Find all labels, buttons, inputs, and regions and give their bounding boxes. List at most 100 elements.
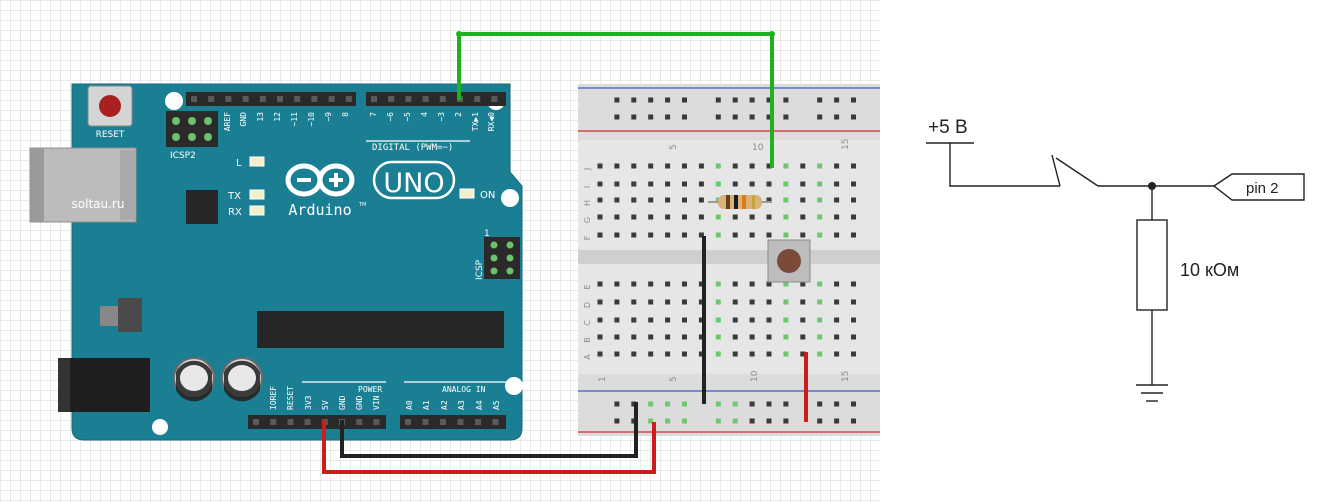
breadboard-hole [749,232,755,238]
breadboard-hole [834,334,840,340]
header-socket [345,96,352,102]
breadboard-hole [631,317,637,323]
header-socket [388,96,395,102]
breadboard-hole [648,418,654,424]
breadboard-hole [631,401,637,407]
header-pin-label: 2 [454,112,463,117]
breadboard-hole [783,334,789,340]
breadboard-hole [817,97,823,103]
breadboard-hole [715,163,721,169]
breadboard-hole [631,418,637,424]
breadboard-hole [783,232,789,238]
breadboard-hole [597,281,603,287]
breadboard-hole [732,351,738,357]
breadboard-hole [665,317,671,323]
breadboard-hole [851,418,856,424]
wire-red[interactable] [322,352,808,474]
breadboard-hole [631,281,637,287]
mounting-hole [165,92,183,110]
breadboard-hole [614,232,620,238]
breadboard-hole [665,281,671,287]
header-pin-label: ~10 [307,112,316,127]
breadboard-hole [732,401,738,407]
breadboard-hole [766,317,772,323]
breadboard-hole [766,232,772,238]
digital-header-label: DIGITAL (PWM=~) [372,143,453,153]
breadboard-hole [698,214,704,220]
breadboard-hole [698,334,704,340]
breadboard-hole [800,299,806,305]
breadboard-hole [648,97,654,103]
column-number: 10 [750,370,760,382]
pushbutton[interactable] [767,239,811,283]
breadboard-hole [732,232,738,238]
breadboard-hole [851,181,856,187]
breadboard-hole [614,97,620,103]
header-pin-label: ~11 [290,112,299,127]
header-pin-label: GND [338,395,347,410]
breadboard-hole [749,299,755,305]
breadboard-hole [851,351,856,357]
breadboard-hole [783,97,789,103]
breadboard-hole [800,163,806,169]
header-socket [287,419,294,425]
breadboard-hole [817,114,823,120]
breadboard-hole [614,181,620,187]
reset-button[interactable] [87,85,133,127]
trademark-label: TM [358,202,366,208]
breadboard-hole [665,114,671,120]
column-number: 5 [669,376,679,382]
breadboard-hole [766,351,772,357]
breadboard-hole [834,317,840,323]
breadboard-hole [817,163,823,169]
header-socket [191,96,197,102]
column-number: 1 [598,376,608,382]
breadboard-hole [732,299,738,305]
breadboard-hole [732,214,738,220]
breadboard-hole [597,197,603,203]
capacitor [221,357,263,402]
breadboard-hole [698,163,704,169]
breadboard-hole [597,334,603,340]
wire-green[interactable] [456,31,775,168]
led-on [459,188,475,199]
led-rx-label: RX [228,207,242,218]
header-pin-label: VIN [372,395,381,410]
breadboard-hole [648,317,654,323]
breadboard-hole [766,197,772,203]
digital-header [186,92,506,106]
breadboard-hole [597,299,603,305]
breadboard-hole [851,114,856,120]
pin2-connector [1212,173,1305,201]
junction-dot [1148,182,1156,190]
led-on-label: ON [480,190,495,201]
breadboard-hole [817,334,823,340]
led-l [249,156,265,167]
breadboard-hole [715,181,721,187]
header-pin-label: GND [239,112,248,127]
header-pin-label: 3V3 [304,395,313,410]
breadboard-hole [851,281,856,287]
breadboard-hole [631,181,637,187]
icsp2-label: ICSP2 [170,151,196,161]
header-pin-label: ~9 [324,112,333,122]
wire-black[interactable] [340,236,706,458]
breadboard-hole [834,214,840,220]
capacitor [173,357,215,402]
breadboard-hole [665,418,671,424]
breadboard-hole [800,214,806,220]
icsp2-header [166,111,218,147]
breadboard-hole [682,163,687,169]
breadboard-hole [698,351,704,357]
header-pin-label: A1 [422,400,431,410]
breadboard-hole [631,334,637,340]
breadboard-hole [614,418,620,424]
usb-watermark: soltau.ru [72,197,125,211]
breadboard-hole [597,317,603,323]
breadboard-hole [682,281,687,287]
breadboard-hole [614,317,620,323]
header-pin-label: 8 [341,112,350,117]
breadboard-hole [749,351,755,357]
